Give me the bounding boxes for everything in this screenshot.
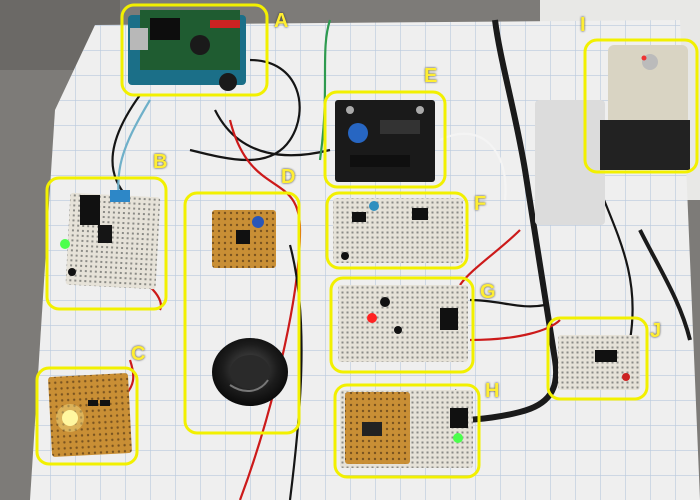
label-f: F [474,193,487,215]
box-a [120,3,269,97]
label-a: A [274,10,289,32]
object-h-perfboard [340,390,473,468]
box-j [546,316,649,401]
box-e [323,90,447,189]
label-j: J [650,320,662,342]
object-c-led-perfboard [48,373,132,457]
box-h [333,383,481,479]
object-g-breadboard [338,285,468,362]
object-a-shield [128,10,246,91]
annotation-boxes [35,3,699,479]
box-c [35,366,139,466]
object-e-driver-board [335,100,435,182]
label-i: I [580,14,586,36]
object-f-breadboard [333,198,463,263]
label-b: B [153,151,168,173]
object-b-breadboard [60,190,161,290]
label-e: E [424,65,438,87]
label-g: G [480,281,496,303]
box-f [325,191,469,270]
box-i [583,38,699,174]
box-b [45,176,168,311]
label-d: D [281,166,296,188]
box-d [183,191,301,435]
label-h: H [485,380,500,402]
object-j-small-breadboard [558,335,640,390]
black-cable [459,19,560,423]
label-c: C [131,343,146,365]
box-g [329,276,475,374]
object-i-timer-relay [535,45,690,225]
object-d-speaker-circuit [212,210,288,406]
